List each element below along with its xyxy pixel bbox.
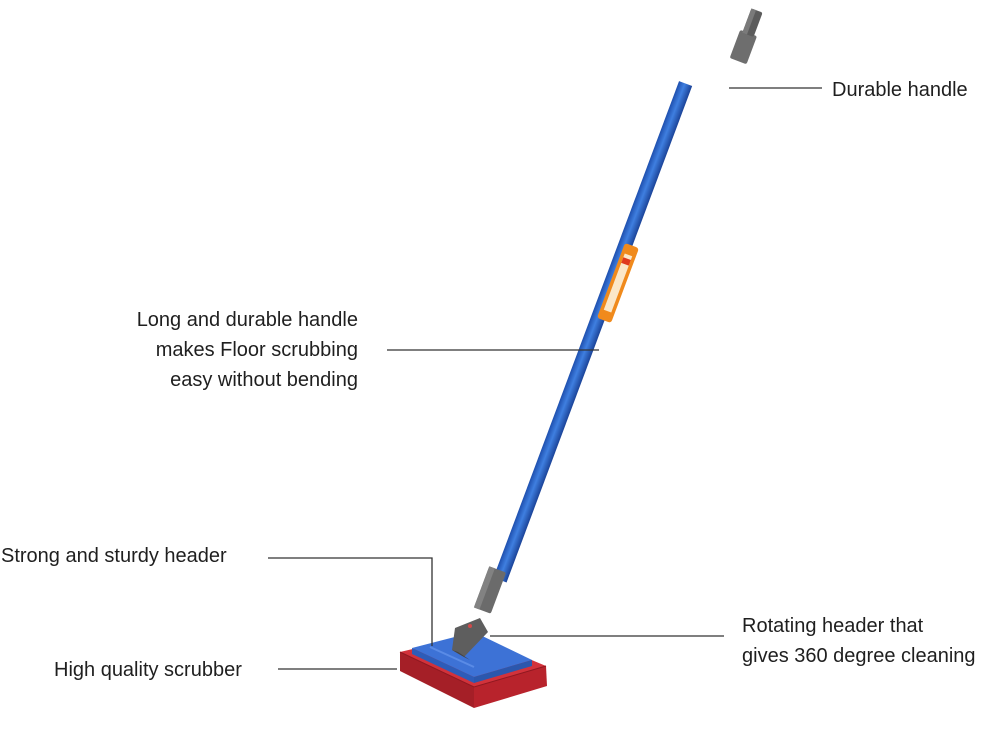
callout-sturdy-header: Strong and sturdy header [1, 541, 227, 571]
callout-text: High quality scrubber [54, 659, 242, 681]
callout-text-line-3: easy without bending [170, 369, 358, 391]
handle-end-cap [730, 8, 763, 64]
scrubber-header [412, 632, 532, 683]
callout-text-line-1: Rotating header that [742, 615, 924, 637]
handle-connector [473, 566, 506, 614]
callout-durable-handle: Durable handle [832, 75, 968, 105]
callout-text: Strong and sturdy header [1, 545, 227, 567]
callout-scrubber: High quality scrubber [54, 655, 242, 685]
swivel-joint [452, 618, 488, 660]
handle-pole [493, 81, 693, 583]
leader-line-sturdy-header [268, 557, 433, 646]
handle-label-sticker [597, 243, 639, 323]
callout-text-line-2: makes Floor scrubbing [155, 339, 358, 361]
callout-text-line-2: gives 360 degree cleaning [742, 645, 976, 667]
callout-text: Durable handle [832, 79, 968, 101]
callout-long-handle: Long and durable handle makes Floor scru… [80, 305, 358, 395]
callout-text-line-1: Long and durable handle [136, 309, 358, 331]
callout-rotating-header: Rotating header that gives 360 degree cl… [742, 611, 976, 671]
callout-leader-lines [268, 87, 822, 670]
